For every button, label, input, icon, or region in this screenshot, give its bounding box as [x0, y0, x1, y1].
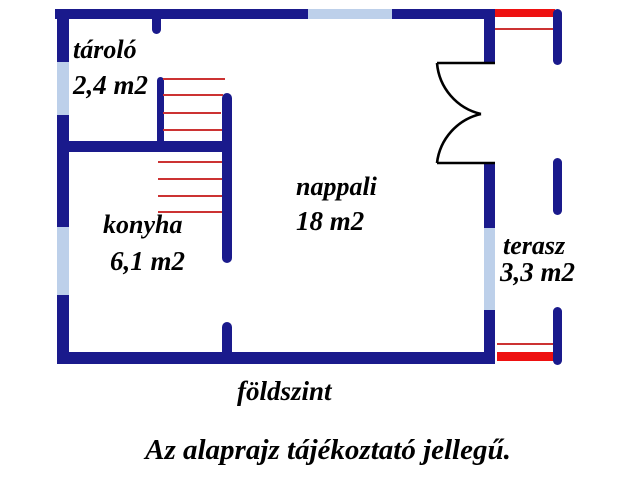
room-area-nappali: 18 m2 [296, 206, 365, 236]
terrace-railing-bottom-inner [497, 343, 554, 345]
terrace-post-top [553, 9, 562, 65]
room-label-terasz: terasz [503, 231, 566, 260]
stair-tread [158, 161, 222, 163]
terrace-railing-top-inner [495, 28, 557, 30]
terrace-post-bottom [553, 307, 562, 365]
stair-tread [158, 195, 222, 197]
stair-rail-wall [157, 77, 164, 145]
stair-tread [163, 94, 223, 96]
terrace-railing-bottom [497, 352, 555, 361]
room-area-tarolo: 2,4 m2 [73, 70, 149, 100]
wall-bottom [57, 352, 495, 364]
room-area-konyha: 6,1 m2 [110, 246, 186, 276]
wall-right-lower [484, 310, 495, 364]
terrace-railing-top [495, 9, 555, 17]
stair-tread [163, 78, 225, 80]
disclaimer-text: Az alaprajz tájékoztató jellegű. [145, 434, 511, 466]
wall-tarolo-door-stub [152, 18, 161, 34]
wall-konyha-door-stub [222, 322, 232, 358]
wall-top [55, 9, 495, 19]
window-right [484, 228, 495, 310]
floor-label: földszint [237, 376, 332, 406]
stair-tread [158, 178, 222, 180]
terrace-post-middle [553, 158, 562, 215]
wall-tarolo-bottom [57, 141, 232, 152]
window-left-upper [57, 62, 69, 115]
wall-konyha-nappali [222, 93, 232, 263]
room-area-terasz: 3,3 m2 [500, 257, 576, 287]
window-top [308, 9, 392, 19]
room-label-tarolo: tároló [73, 35, 137, 64]
stair-tread [163, 129, 222, 131]
wall-right-upper [484, 9, 495, 62]
room-label-konyha: konyha [103, 210, 183, 239]
window-left-lower [57, 227, 69, 295]
double-door-icon [435, 61, 495, 165]
wall-right-middle [484, 164, 495, 228]
room-label-nappali: nappali [296, 172, 377, 201]
stair-tread [158, 211, 222, 213]
stair-tread [163, 112, 221, 114]
